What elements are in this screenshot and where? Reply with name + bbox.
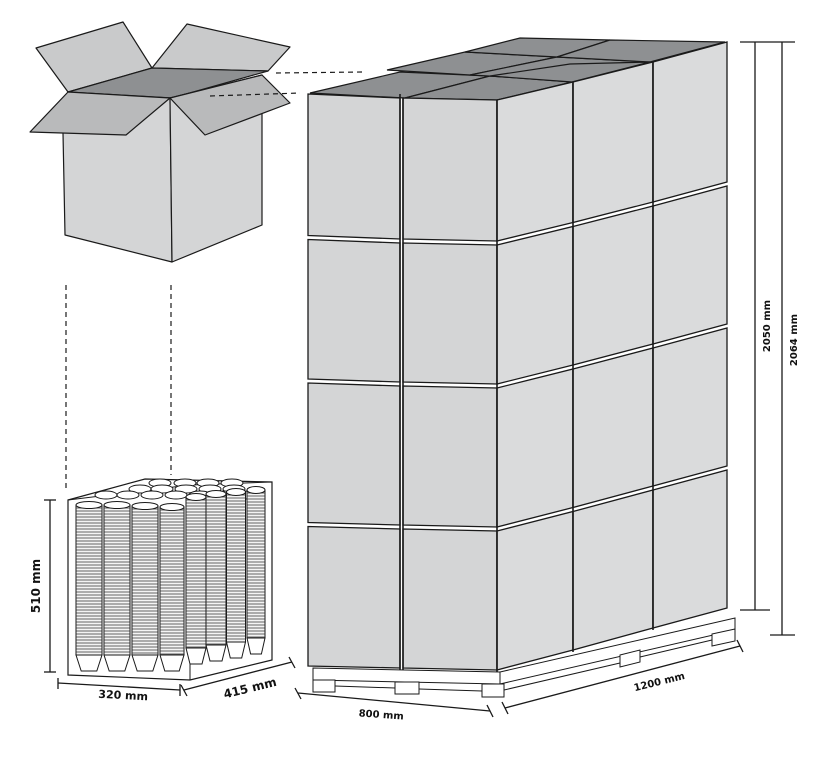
cup-stacks <box>75 486 266 672</box>
open-box-front-flap-right <box>169 74 291 136</box>
label-box-height: 510 mm <box>29 559 43 613</box>
cup-stack <box>246 486 266 655</box>
stack-box-face <box>652 41 728 203</box>
stack-box-face <box>652 327 728 487</box>
open-box-back-flap-right <box>151 23 291 72</box>
cup-stack <box>205 490 227 662</box>
pallet-block-front-left <box>312 679 336 693</box>
label-pallet-length: 1200 mm <box>633 671 686 694</box>
guide-lines <box>65 71 363 490</box>
stack-box-face <box>307 238 401 383</box>
stack-box-face <box>307 93 401 240</box>
label-stack-height: 2050 mm <box>762 300 773 352</box>
stack-box-face <box>402 528 498 671</box>
pallet <box>312 617 736 698</box>
stack-box-face <box>496 368 574 528</box>
cups-box-dimension-lines <box>44 499 296 697</box>
stack-box-face <box>572 205 654 366</box>
cup-stack <box>185 493 207 665</box>
cup-stack <box>131 502 159 672</box>
cup-stack <box>103 501 131 672</box>
stack-box-face <box>572 347 654 509</box>
label-pallet-width: 800 mm <box>358 708 404 722</box>
cups-box-illustration <box>67 478 273 681</box>
cup-rim <box>116 490 140 500</box>
open-box-illustration <box>29 21 291 263</box>
stack-top-face <box>489 61 651 83</box>
label-box-depth: 415 mm <box>222 675 278 702</box>
stack-box-face <box>652 185 728 345</box>
open-box-front-flap-left <box>29 91 171 136</box>
stack-box-face <box>402 242 498 385</box>
cup-stack <box>225 488 247 659</box>
label-box-width: 320 mm <box>98 688 148 704</box>
cup-stack <box>75 501 103 672</box>
pallet-box-stack <box>307 37 728 672</box>
stack-box-face <box>496 510 574 671</box>
cup-rim <box>94 490 118 500</box>
stack-box-face <box>402 97 498 242</box>
stack-box-face <box>652 469 728 629</box>
cup-rim <box>164 490 188 500</box>
stack-box-face <box>496 81 574 242</box>
stack-box-face <box>496 225 574 385</box>
label-total-height: 2064 mm <box>789 314 800 366</box>
stack-box-face <box>572 489 654 651</box>
stack-box-face <box>572 61 654 224</box>
pallet-block-side-back <box>711 628 736 647</box>
stack-box-face <box>307 382 401 526</box>
stack-box-face <box>402 385 498 528</box>
pallet-block-front-right <box>481 683 505 698</box>
cup-stack <box>159 503 185 672</box>
cup-rim <box>140 490 164 500</box>
pallet-block-front-mid <box>394 681 420 695</box>
pallet-dimension-lines <box>294 41 795 718</box>
stack-box-face <box>307 525 401 669</box>
